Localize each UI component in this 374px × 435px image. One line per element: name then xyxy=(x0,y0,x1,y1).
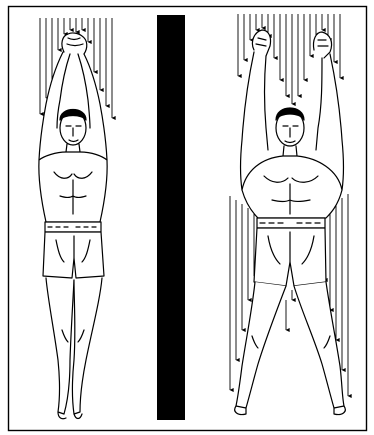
divider-bar xyxy=(157,15,185,420)
